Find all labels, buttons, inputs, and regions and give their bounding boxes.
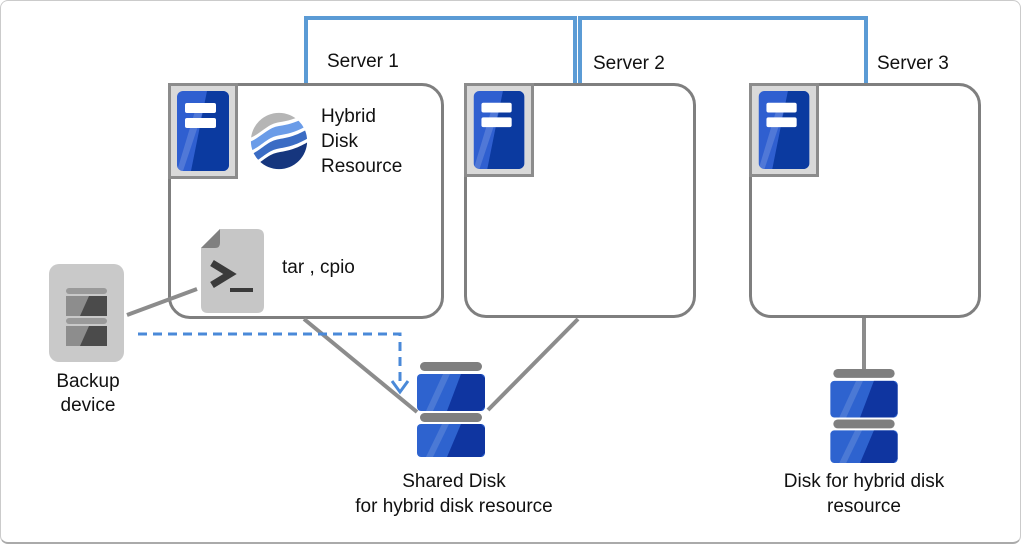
line-server2-to-shared-disk xyxy=(486,317,580,412)
server-icon xyxy=(168,83,238,179)
hybrid-disk-resource-label: Hybrid Disk Resource xyxy=(321,106,403,177)
server-2-label: Server 2 xyxy=(593,53,665,74)
shared-disk-label: Shared Disk for hybrid disk resource xyxy=(355,471,553,517)
backup-flow-arrowhead xyxy=(390,380,410,395)
line-backup-to-server1 xyxy=(126,287,198,317)
hybrid-disk-resource-icon xyxy=(249,111,309,171)
server-3-label: Server 3 xyxy=(877,53,949,74)
backup-tools-label: tar , cpio xyxy=(282,257,355,278)
network-link-servers-2-3 xyxy=(578,16,868,83)
terminal-file-icon xyxy=(201,229,264,313)
server-icon xyxy=(464,83,534,177)
hybrid-disk-icon xyxy=(829,369,899,463)
server-icon xyxy=(749,83,819,177)
backup-device-label: Backup device xyxy=(56,371,120,416)
backup-device-icon xyxy=(49,264,124,362)
hybrid-disk-label: Disk for hybrid disk resource xyxy=(783,471,945,517)
shared-disk-icon xyxy=(416,362,486,457)
backup-flow-dashed-arrow xyxy=(138,332,402,381)
server-1-label: Server 1 xyxy=(327,51,399,72)
network-link-servers-1-2 xyxy=(304,16,577,83)
